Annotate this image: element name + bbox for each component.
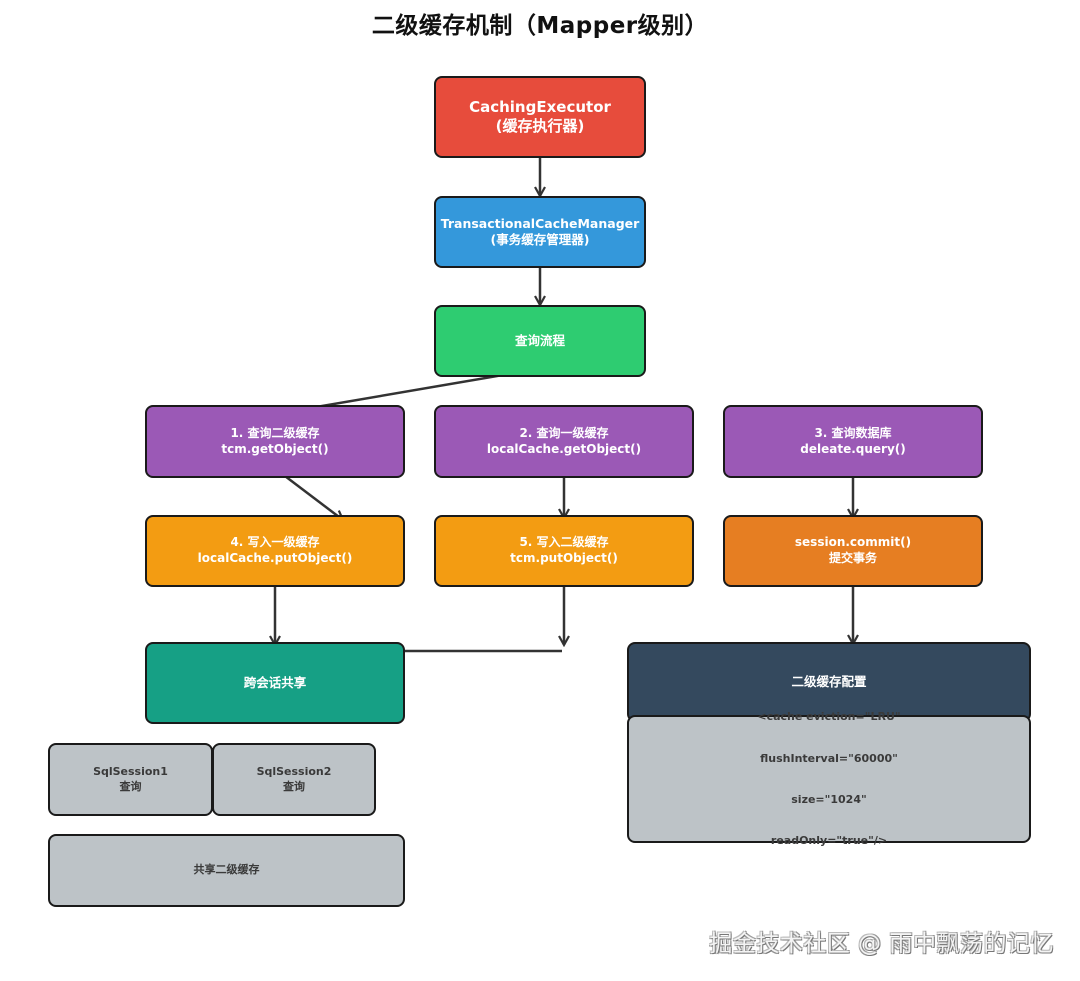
step1-method: tcm.getObject()	[221, 441, 329, 456]
shared-cache-node: 共享二级缓存	[48, 834, 405, 907]
query-flow-label: 查询流程	[514, 332, 565, 348]
step5-node: 5. 写入二级缓存 tcm.putObject()	[434, 515, 694, 587]
cross-session-label: 跨会话共享	[243, 674, 307, 690]
step1-node: 1. 查询二级缓存 tcm.getObject()	[145, 405, 405, 478]
caching-executor-label: CachingExecutor	[469, 97, 611, 116]
config-line: flushInterval="60000"	[760, 751, 898, 765]
step2-label: 2. 查询一级缓存	[519, 425, 609, 440]
config-line: readOnly="true"/>	[770, 834, 888, 847]
config-line: <cache eviction="LRU"	[757, 710, 901, 724]
watermark: 掘金技术社区 @ 雨中飘荡的记忆	[709, 931, 1054, 957]
cache-config-code: <cache eviction="LRU" flushInterval="600…	[757, 683, 900, 876]
sqlsession1-sublabel: 查询	[119, 779, 142, 793]
commit-label: 提交事务	[828, 551, 877, 565]
sqlsession2-label: SqlSession2	[256, 765, 332, 779]
config-line: size="1024"	[791, 792, 867, 806]
cross-session-node: 跨会话共享	[145, 642, 405, 724]
commit-node: session.commit() 提交事务	[723, 515, 983, 587]
step3-label: 3. 查询数据库	[814, 425, 892, 440]
step2-method: localCache.getObject()	[486, 441, 642, 456]
diagram-title: 二级缓存机制（Mapper级别）	[371, 13, 709, 39]
commit-method: session.commit()	[794, 535, 912, 550]
step4-label: 4. 写入一级缓存	[230, 535, 320, 550]
step5-method: tcm.putObject()	[510, 551, 618, 565]
shared-cache-label: 共享二级缓存	[193, 863, 260, 877]
step4-node: 4. 写入一级缓存 localCache.putObject()	[145, 515, 405, 587]
sqlsession2-node: SqlSession2 查询	[212, 743, 376, 816]
sqlsession2-sublabel: 查询	[283, 779, 305, 793]
sqlsession1-node: SqlSession1 查询	[48, 743, 213, 816]
step3-method: deleate.query()	[800, 441, 906, 456]
caching-executor-sublabel: (缓存执行器)	[495, 117, 585, 135]
step3-node: 3. 查询数据库 deleate.query()	[723, 405, 983, 478]
step5-label: 5. 写入二级缓存	[519, 535, 609, 550]
tcm-node: TransactionalCacheManager (事务缓存管理器)	[434, 196, 646, 268]
query-flow-node: 查询流程	[434, 305, 646, 377]
config-header-label: 二级缓存配置	[791, 673, 867, 689]
caching-executor-node: CachingExecutor (缓存执行器)	[434, 76, 646, 158]
step4-method: localCache.putObject()	[197, 551, 353, 565]
config-body-node: <cache eviction="LRU" flushInterval="600…	[627, 710, 1031, 847]
step2-node: 2. 查询一级缓存 localCache.getObject()	[434, 405, 694, 478]
tcm-label: TransactionalCacheManager	[440, 215, 640, 231]
sqlsession1-label: SqlSession1	[93, 765, 168, 779]
step1-label: 1. 查询二级缓存	[230, 425, 320, 440]
tcm-sublabel: (事务缓存管理器)	[490, 232, 590, 247]
